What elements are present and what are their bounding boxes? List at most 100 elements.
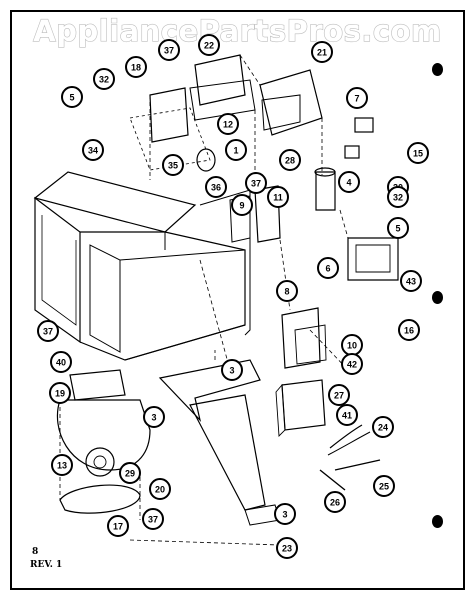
callout-bubble (245, 172, 267, 194)
callout-9: 9 (231, 194, 253, 216)
callout-bubble (82, 139, 104, 161)
part-28-top (314, 167, 336, 177)
callout-bubble (93, 68, 115, 90)
callout-bubble (400, 270, 422, 292)
callout-37: 37 (245, 172, 267, 194)
callout-40: 40 (50, 351, 72, 373)
callout-bubble (341, 353, 363, 375)
callout-label: 13 (57, 461, 67, 471)
part-21-plate (261, 94, 301, 131)
callout-18: 18 (125, 56, 147, 78)
part-27-side (275, 383, 286, 438)
callout-34: 34 (82, 139, 104, 161)
callout-26: 26 (324, 491, 346, 513)
page-number: 8 (32, 547, 39, 557)
callout-10: 10 (341, 334, 363, 356)
callout-label: 29 (125, 469, 135, 479)
callout-label: 19 (55, 389, 65, 399)
callout-label: 6 (325, 264, 330, 274)
callout-4: 4 (338, 171, 360, 193)
cabinet-inner-edges (119, 232, 246, 361)
callout-21: 21 (311, 41, 333, 63)
callout-bubble (372, 416, 394, 438)
callout-3: 3 (221, 359, 243, 381)
callout-label: 11 (273, 193, 283, 203)
part-13-fan (85, 447, 115, 477)
callout-bubble (221, 359, 243, 381)
callout-label: 16 (404, 326, 414, 336)
callout-bubble (373, 475, 395, 497)
callout-19: 19 (49, 382, 71, 404)
callout-bubble (125, 56, 147, 78)
callout-label: 24 (378, 423, 388, 433)
callout-bubble (142, 508, 164, 530)
callout-27: 27 (328, 384, 350, 406)
callout-label: 1 (233, 146, 238, 156)
callout-32: 32 (387, 186, 409, 208)
callout-17: 17 (107, 515, 129, 537)
part-28-capacitor (315, 171, 336, 211)
callout-bubble (276, 537, 298, 559)
part-16-bracket (281, 307, 321, 369)
callout-bubble (346, 87, 368, 109)
callout-label: 43 (406, 277, 416, 287)
callout-bubble (158, 39, 180, 61)
callout-bubble (51, 454, 73, 476)
part-3-duct (158, 359, 261, 422)
callout-bubble (143, 406, 165, 428)
part-43-transformer (347, 237, 399, 281)
callout-bubble (50, 351, 72, 373)
part-41-wire (329, 424, 363, 449)
callout-label: 40 (56, 358, 66, 368)
callout-label: 20 (155, 485, 165, 495)
part-18-projection (129, 107, 211, 171)
callout-37: 37 (158, 39, 180, 61)
callout-bubble (338, 171, 360, 193)
callout-25: 25 (373, 475, 395, 497)
part-15-switch (344, 145, 360, 159)
callout-label: 23 (282, 544, 292, 554)
callout-label: 5 (69, 93, 74, 103)
callout-bubble (205, 176, 227, 198)
callout-bubble (225, 139, 247, 161)
callout-bubble (267, 186, 289, 208)
callout-bubble (149, 478, 171, 500)
cabinet-top-edge (33, 171, 197, 233)
callout-label: 25 (379, 482, 389, 492)
callout-label: 12 (223, 120, 233, 130)
part-18 (149, 87, 189, 143)
part-41-wire (327, 431, 371, 456)
callout-24: 24 (372, 416, 394, 438)
callout-label: 7 (354, 94, 359, 104)
callout-label: 10 (347, 341, 357, 351)
watermark: AppliancePartsPros.com (33, 13, 442, 48)
callout-bubble (231, 194, 253, 216)
callout-label: 26 (330, 498, 340, 508)
callout-label: 5 (395, 224, 400, 234)
callout-5: 5 (61, 86, 83, 108)
callout-bubble (311, 41, 333, 63)
callout-bubble (387, 186, 409, 208)
cabinet-side-opening (89, 244, 121, 353)
part-26-wire (319, 469, 346, 491)
callout-5: 5 (387, 217, 409, 239)
binder-hole (432, 291, 443, 304)
cabinet-inner-panel (41, 215, 77, 326)
callout-label: 9 (239, 201, 244, 211)
part-10 (294, 324, 327, 365)
callout-bubble (328, 384, 350, 406)
part-11 (254, 185, 281, 243)
callout-label: 34 (88, 146, 98, 156)
callout-13: 13 (51, 454, 73, 476)
part-7 (354, 117, 374, 133)
callout-6: 6 (317, 257, 339, 279)
part-13-hub (93, 455, 107, 469)
callout-29: 29 (119, 462, 141, 484)
callout-12: 12 (217, 113, 239, 135)
parts-linework (33, 54, 399, 546)
callout-bubble (198, 34, 220, 56)
callout-bubble (274, 503, 296, 525)
cabinet-outline (79, 231, 246, 361)
